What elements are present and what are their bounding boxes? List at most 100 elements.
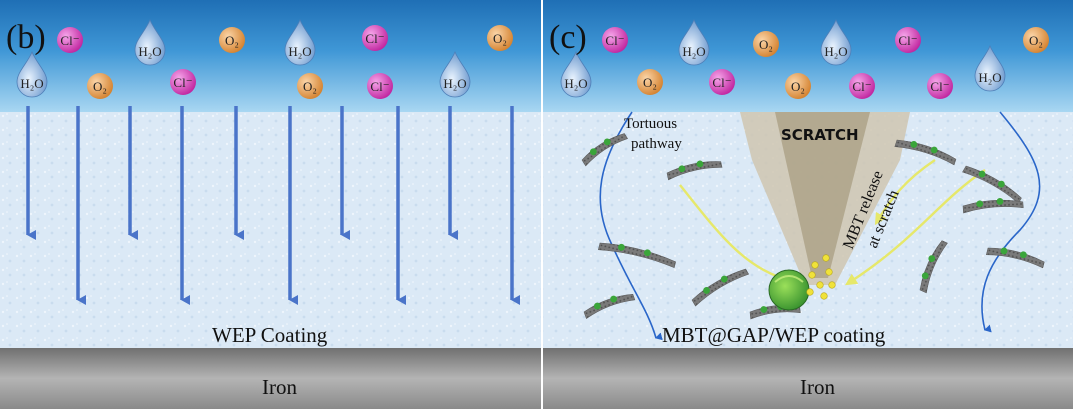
mbt-dot xyxy=(997,180,1005,188)
oxygen-molecule: O₂ xyxy=(637,69,663,95)
chloride-ion-icon xyxy=(367,73,393,99)
substrate-label: Iron xyxy=(262,375,297,399)
chloride-ion-icon xyxy=(849,73,875,99)
water-label: H₂O xyxy=(682,44,705,59)
oxygen-molecule: O₂ xyxy=(219,27,245,53)
water-molecule: H₂O xyxy=(16,50,48,98)
oxygen-molecule: O₂ xyxy=(487,25,513,51)
mbt-dot xyxy=(589,148,597,156)
oxygen-molecule-icon xyxy=(785,73,811,99)
iron-substrate xyxy=(543,348,1073,409)
released-mbt-dot xyxy=(822,254,830,262)
chloride-molecule: Cl⁻ xyxy=(927,73,953,99)
mbt-dot xyxy=(603,138,611,146)
oxygen-molecule: O₂ xyxy=(87,73,113,99)
chloride-label: Cl⁻ xyxy=(930,79,949,94)
chloride-molecule: Cl⁻ xyxy=(362,25,388,51)
mbt-dot xyxy=(976,200,984,208)
mbt-dot xyxy=(910,141,918,148)
water-droplet-icon xyxy=(678,18,710,66)
water-label: H₂O xyxy=(564,76,587,91)
mbt-dot xyxy=(996,198,1004,205)
mbt-dot xyxy=(1000,247,1008,255)
mbt-dot xyxy=(978,170,986,178)
mbt-dot xyxy=(593,302,601,310)
graphene-sheet xyxy=(581,133,628,167)
chloride-molecule: Cl⁻ xyxy=(57,27,83,53)
oxygen-label: O₂ xyxy=(759,37,773,52)
diffusion-arrows xyxy=(26,106,520,305)
graphene-sheet-icon xyxy=(985,247,1045,269)
chloride-label: Cl⁻ xyxy=(605,33,624,48)
chloride-molecule: Cl⁻ xyxy=(709,69,735,95)
oxygen-label: O₂ xyxy=(93,79,107,94)
graphene-sheet xyxy=(666,160,723,181)
graphene-sheet-icon xyxy=(666,161,723,181)
water-droplet-icon xyxy=(284,18,316,66)
oxygen-molecule: O₂ xyxy=(753,31,779,57)
oxygen-label: O₂ xyxy=(643,75,657,90)
mbt-dot xyxy=(760,306,768,313)
graphene-sheet-icon xyxy=(691,268,750,307)
oxygen-label: O₂ xyxy=(225,33,239,48)
iron-substrate xyxy=(0,348,541,409)
mbt-dot xyxy=(678,165,686,173)
water-droplet-icon xyxy=(134,18,166,66)
oxygen-molecule-icon xyxy=(219,27,245,53)
chloride-label: Cl⁻ xyxy=(712,75,731,90)
scratch-core xyxy=(775,112,870,278)
mbt-dot xyxy=(930,146,938,154)
graphene-sheet-icon xyxy=(919,240,948,294)
graphene-sheet-icon xyxy=(597,242,676,269)
release-arrow xyxy=(874,159,936,226)
mbt-dot xyxy=(618,243,625,251)
water-molecule: H₂O xyxy=(820,18,852,66)
released-mbt-dot xyxy=(820,292,828,300)
oxygen-molecule-icon xyxy=(753,31,779,57)
chloride-ion-icon xyxy=(709,69,735,95)
released-mbt-dots xyxy=(806,254,836,300)
mbt-dot xyxy=(1019,251,1027,259)
panel-letter: (b) xyxy=(6,19,46,56)
water-molecule: H₂O xyxy=(678,18,710,66)
chloride-molecule: Cl⁻ xyxy=(367,73,393,99)
tortuous-pathway-line xyxy=(981,111,1041,333)
substrate-label: Iron xyxy=(800,375,835,399)
oxygen-molecule: O₂ xyxy=(785,73,811,99)
chloride-ion-icon xyxy=(57,27,83,53)
graphene-sheet-icon xyxy=(583,293,636,319)
oxygen-molecule-icon xyxy=(297,73,323,99)
released-mbt-dot xyxy=(828,281,836,289)
particle-highlight xyxy=(774,275,804,283)
chloride-ion-icon xyxy=(602,27,628,53)
graphene-sheet xyxy=(962,198,1024,214)
chloride-molecule: Cl⁻ xyxy=(849,73,875,99)
released-mbt-dot xyxy=(816,281,824,289)
released-mbt-dot xyxy=(825,268,833,276)
oxygen-label: O₂ xyxy=(493,31,507,46)
released-mbt-dot xyxy=(811,261,819,269)
chloride-molecule: Cl⁻ xyxy=(170,69,196,95)
coating-label: WEP Coating xyxy=(212,323,328,347)
graphene-sheet xyxy=(691,268,750,307)
coating-label: MBT@GAP/WEP coating xyxy=(662,323,886,347)
oxygen-molecule: O₂ xyxy=(297,73,323,99)
chloride-ion-icon xyxy=(170,69,196,95)
water-molecule: H₂O xyxy=(284,18,316,66)
oxygen-molecule: O₂ xyxy=(1023,27,1049,53)
graphene-sheets xyxy=(581,133,1045,320)
chloride-molecule: Cl⁻ xyxy=(895,27,921,53)
water-droplet-icon xyxy=(16,50,48,98)
released-mbt-dot xyxy=(808,271,816,279)
oxygen-molecule-icon xyxy=(87,73,113,99)
released-mbt-dot xyxy=(806,288,814,296)
chloride-label: Cl⁻ xyxy=(60,33,79,48)
pathway-label-line2: pathway xyxy=(631,136,682,152)
mbt-dot xyxy=(703,287,710,294)
water-molecule: H₂O xyxy=(974,44,1006,92)
graphene-sheet xyxy=(894,139,957,166)
water-label: H₂O xyxy=(824,44,847,59)
